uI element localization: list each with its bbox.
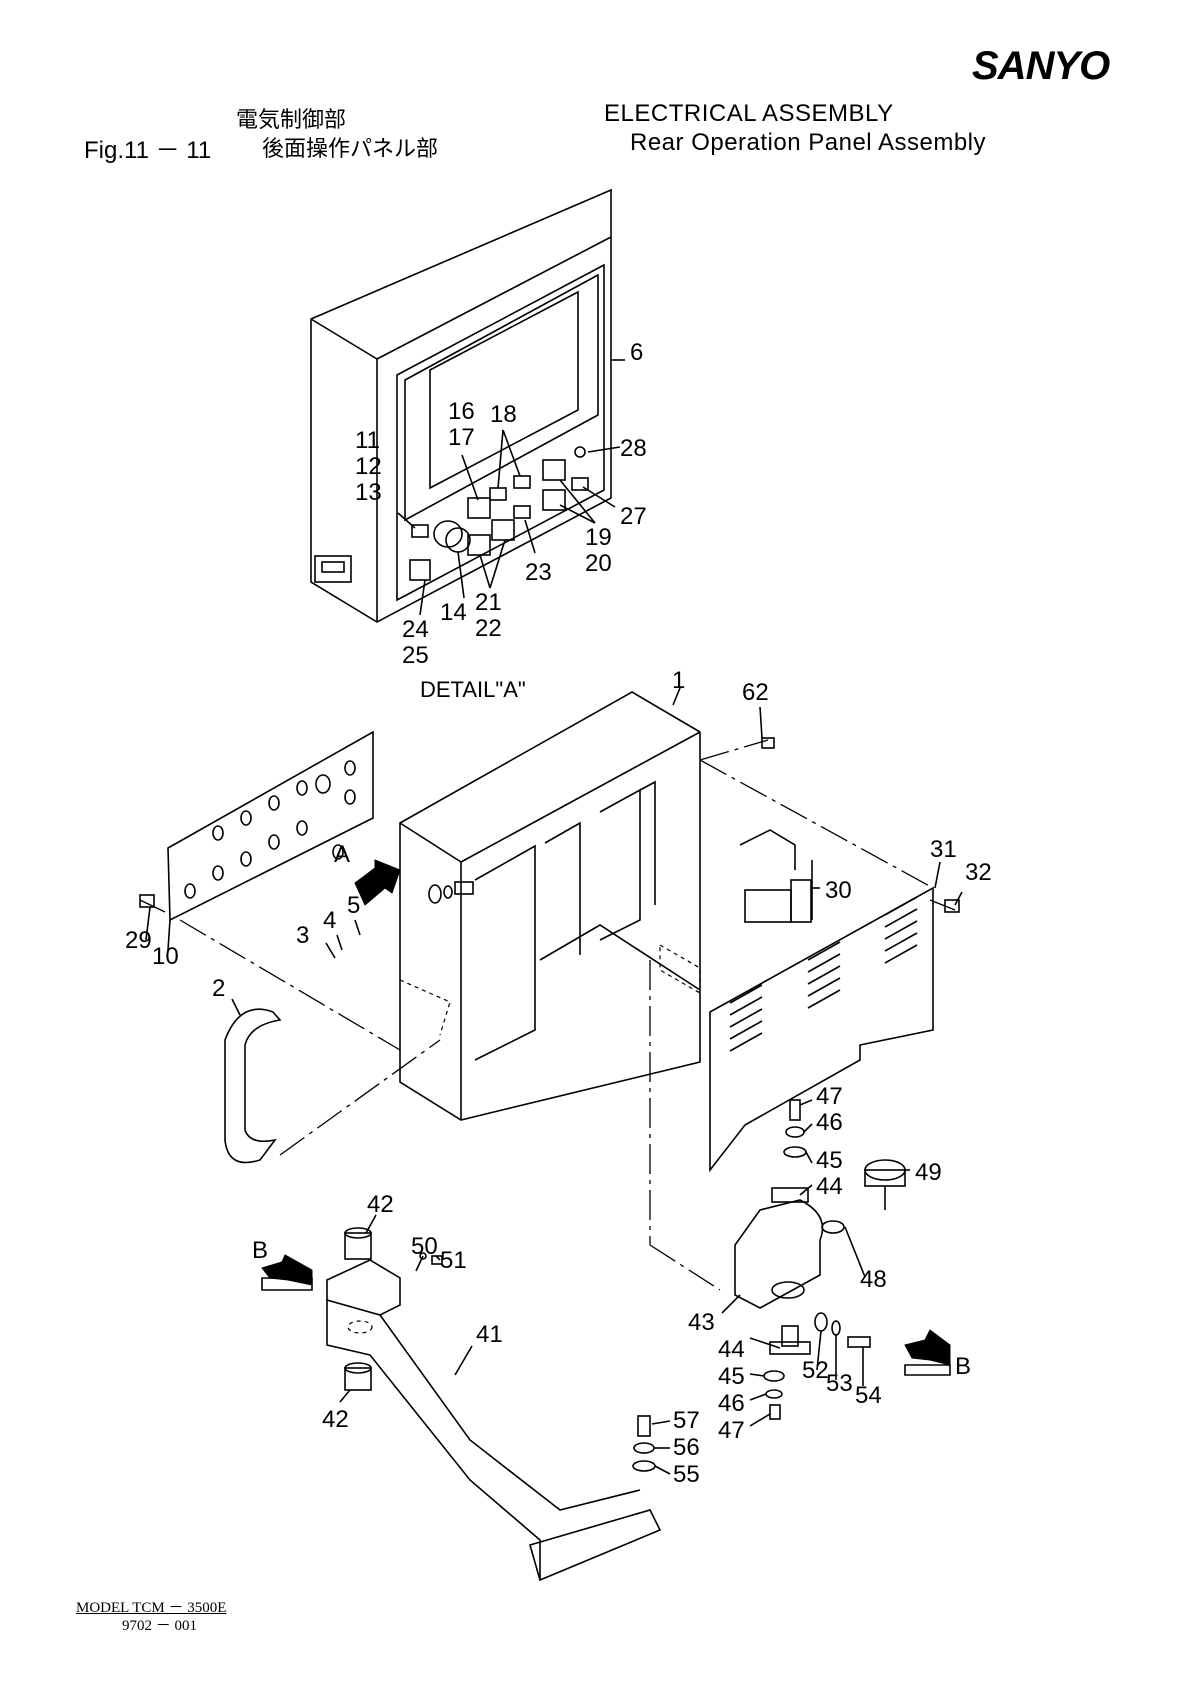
callout-47-lower: 47 <box>718 1417 745 1444</box>
subsection-title-jp: 後面操作パネル部 <box>262 137 439 162</box>
view-arrow-b-right <box>904 1329 951 1366</box>
callout-51: 51 <box>440 1247 467 1274</box>
main-cabinet <box>399 691 701 1121</box>
callout-44-lower: 44 <box>718 1336 745 1363</box>
callout-23: 23 <box>525 559 552 586</box>
callout-45-upper: 45 <box>816 1147 843 1174</box>
callout-24: 24 <box>402 616 429 643</box>
assembly-leaders <box>139 739 956 1291</box>
callout-29: 29 <box>125 927 152 954</box>
view-label-b-left: B <box>252 1237 268 1264</box>
callout-20: 20 <box>585 550 612 577</box>
callout-46-upper: 46 <box>816 1109 843 1136</box>
figure-number: Fig.11 － 11 <box>84 137 212 164</box>
callout-12: 12 <box>355 453 382 480</box>
section-title-en: ELECTRICAL ASSEMBLY <box>604 100 894 127</box>
callout-57: 57 <box>673 1407 700 1434</box>
cover-plate <box>167 730 374 922</box>
callout-50: 50 <box>411 1233 438 1260</box>
back-cover <box>709 886 934 1173</box>
view-arrow-a <box>354 859 401 906</box>
callout-42-upper: 42 <box>367 1191 394 1218</box>
handle <box>224 1008 282 1164</box>
view-arrow-b-right-base <box>904 1364 951 1376</box>
callout-56: 56 <box>673 1434 700 1461</box>
callout-1: 1 <box>672 667 685 694</box>
view-arrow-b-left <box>261 1254 313 1286</box>
callout-22: 22 <box>475 615 502 642</box>
callout-27: 27 <box>620 503 647 530</box>
detail-a-label: DETAIL"A" <box>420 677 526 702</box>
callout-46-lower: 46 <box>718 1390 745 1417</box>
bracket-assembly <box>734 1159 906 1355</box>
callout-30: 30 <box>825 877 852 904</box>
callout-25: 25 <box>402 642 429 669</box>
callout-52: 52 <box>802 1357 829 1384</box>
callout-leaders <box>145 359 963 1475</box>
callout-47-upper: 47 <box>816 1083 843 1110</box>
callout-13: 13 <box>355 479 382 506</box>
callout-10: 10 <box>152 943 179 970</box>
callout-45-lower: 45 <box>718 1363 745 1390</box>
callout-32: 32 <box>965 859 992 886</box>
subsection-title-en: Rear Operation Panel Assembly <box>630 129 987 156</box>
callout-44-upper: 44 <box>816 1173 843 1200</box>
sanyo-logo: SANYO <box>972 44 1110 88</box>
callout-16: 16 <box>448 398 475 425</box>
callout-62: 62 <box>742 679 769 706</box>
section-title-jp: 電気制御部 <box>236 108 347 133</box>
component-30 <box>739 829 812 923</box>
callout-11: 11 <box>355 427 380 454</box>
callout-53: 53 <box>826 1370 853 1397</box>
callout-41: 41 <box>476 1321 503 1348</box>
callout-18: 18 <box>490 401 517 428</box>
callout-6: 6 <box>630 339 643 366</box>
callout-28: 28 <box>620 435 647 462</box>
callout-43: 43 <box>688 1309 715 1336</box>
callout-14: 14 <box>440 599 467 626</box>
callout-4: 4 <box>323 907 336 934</box>
callout-5: 5 <box>347 892 360 919</box>
callout-21: 21 <box>475 589 502 616</box>
callout-2: 2 <box>212 975 225 1002</box>
view-label-a: A <box>334 841 350 868</box>
callout-31: 31 <box>930 836 957 863</box>
callout-48: 48 <box>860 1266 887 1293</box>
callout-49: 49 <box>915 1159 942 1186</box>
model-number: MODEL TCM － 3500E <box>76 1600 227 1616</box>
callout-54: 54 <box>855 1382 882 1409</box>
callout-55: 55 <box>673 1461 700 1488</box>
support-arm <box>326 1227 662 1582</box>
callout-42-lower: 42 <box>322 1406 349 1433</box>
document-code: 9702 － 001 <box>122 1618 198 1634</box>
rear-operation-panel-unit <box>310 188 612 623</box>
callout-17: 17 <box>448 424 475 451</box>
callout-3: 3 <box>296 922 309 949</box>
callout-19: 19 <box>585 524 612 551</box>
view-label-b-right: B <box>955 1353 971 1380</box>
